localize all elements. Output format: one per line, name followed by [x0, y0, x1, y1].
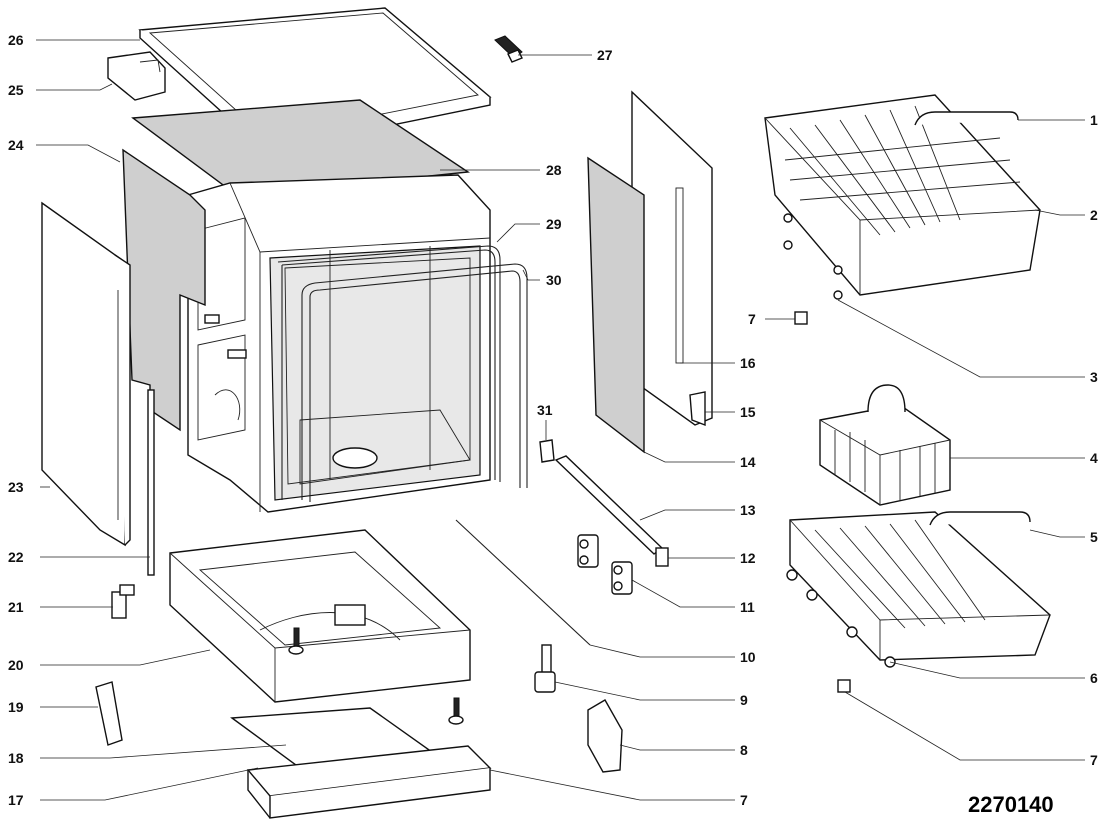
leader-line — [589, 644, 735, 658]
right-insulation-drawing — [587, 156, 645, 454]
part-label-7: 7 — [1090, 752, 1098, 768]
base-frame-drawing — [169, 529, 471, 703]
part-label-17: 16 — [740, 355, 756, 371]
cutlery-basket-drawing — [819, 384, 951, 506]
side-rod-drawing — [147, 389, 155, 576]
part-label-29: 28 — [546, 162, 562, 178]
part-label-11: 10 — [740, 649, 756, 665]
part-label-10: 9 — [740, 692, 748, 708]
part-label-5: 5 — [1090, 529, 1098, 545]
part-label-7: 7 — [748, 311, 756, 327]
diagram-number: 2270140 — [968, 792, 1054, 817]
leader-line — [1029, 529, 1085, 538]
leader-line — [489, 769, 735, 801]
part-label-15: 14 — [740, 454, 756, 470]
part-label-27: 26 — [8, 32, 24, 48]
leader-line — [40, 767, 259, 801]
part-label-22: 21 — [8, 599, 24, 615]
lower-basket-drawing — [786, 511, 1051, 668]
part-labels: 26 25 24 23 22 21 20 19 18 17 27 28 29 3… — [8, 32, 1098, 817]
part-label-31: 30 — [546, 272, 562, 288]
part-label-16: 15 — [740, 404, 756, 420]
part-label-12: 11 — [740, 599, 755, 615]
leader-line — [40, 744, 287, 759]
part-label-32: 31 — [537, 402, 553, 418]
leader-line — [639, 509, 735, 521]
leader-line — [619, 744, 735, 751]
leader-line — [40, 649, 211, 666]
part-label-2: 2 — [1090, 207, 1098, 223]
part-label-3: 3 — [1090, 369, 1098, 385]
worktop-drawing — [138, 7, 492, 152]
leader-line — [36, 144, 121, 163]
part-label-24: 23 — [8, 479, 24, 495]
part-label-30: 29 — [546, 216, 562, 232]
tub-cabinet-drawing — [187, 174, 491, 513]
part-label-21: 20 — [8, 657, 24, 673]
end-cap-drawing — [655, 547, 669, 567]
leader-line — [1034, 209, 1085, 216]
insulation-sheet-drawing — [131, 99, 471, 197]
part-label-1: 1 — [1090, 112, 1098, 128]
part-label-9: 8 — [740, 742, 748, 758]
tub-gasket-drawing — [301, 263, 528, 500]
leader-line — [631, 579, 735, 608]
part-label-20: 19 — [8, 699, 24, 715]
part-label-14: 13 — [740, 502, 756, 518]
part-label-28: 27 — [597, 47, 613, 63]
door-strip-drawing — [554, 455, 664, 555]
leader-line — [844, 691, 1085, 761]
part-label-6: 6 — [1090, 670, 1098, 686]
leader-line — [554, 681, 735, 701]
left-side-panel-drawing — [41, 201, 131, 547]
part-label-25: 24 — [8, 137, 24, 153]
upper-basket-drawing — [764, 94, 1041, 300]
leader-line — [643, 451, 735, 463]
top-clip-drawing — [494, 35, 523, 63]
small-cover-drawing — [95, 681, 123, 746]
door-cable-drawing — [455, 519, 591, 646]
part-label-19: 18 — [8, 750, 24, 766]
small-bracket-drawing — [539, 439, 555, 463]
side-plate-drawing — [587, 699, 623, 773]
valve-drawing — [111, 584, 135, 619]
hinge-drawing — [577, 534, 633, 595]
adjustable-foot-drawing — [534, 644, 556, 693]
leader-line — [496, 223, 540, 243]
part-label-13: 12 — [740, 550, 756, 566]
door-seal-drawing — [281, 249, 496, 500]
side-insulation-drawing — [122, 148, 206, 432]
part-label-26: 25 — [8, 82, 24, 98]
part-drawings — [41, 7, 1051, 819]
part-label-4: 4 — [1090, 450, 1098, 466]
roller-pin-drawing — [794, 311, 808, 325]
leader-lines — [36, 39, 1085, 801]
leader-line — [36, 83, 113, 91]
leader-line — [522, 269, 540, 281]
corner-cover-drawing — [107, 51, 166, 101]
part-label-18: 17 — [8, 792, 24, 808]
leader-line — [889, 661, 1085, 679]
plinth-front-drawing — [246, 745, 492, 819]
part-label-23: 22 — [8, 549, 24, 565]
leader-line — [837, 299, 1085, 378]
part-label-8: 7 — [740, 792, 748, 808]
roller-pin-drawing — [837, 679, 851, 693]
